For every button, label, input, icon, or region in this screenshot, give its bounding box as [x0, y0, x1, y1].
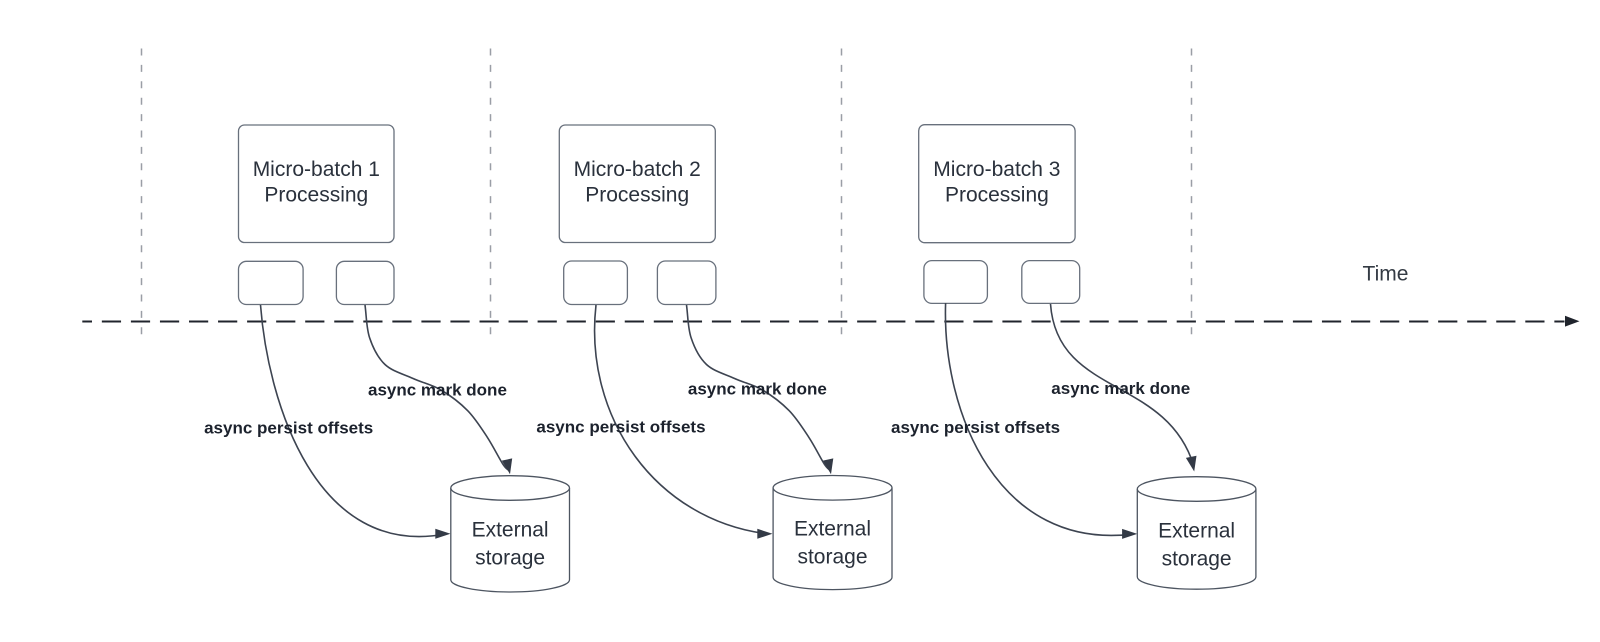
svg-text:storage: storage — [475, 547, 545, 570]
svg-text:External: External — [472, 519, 549, 542]
svg-text:External: External — [1158, 520, 1235, 543]
svg-text:async persist offsets: async persist offsets — [536, 418, 705, 437]
svg-text:Processing: Processing — [585, 184, 689, 207]
svg-text:async mark done: async mark done — [1051, 379, 1190, 398]
svg-text:External: External — [794, 518, 871, 541]
svg-text:async mark done: async mark done — [688, 380, 827, 399]
svg-text:async persist offsets: async persist offsets — [204, 418, 373, 437]
svg-text:Time: Time — [1363, 263, 1409, 286]
svg-text:Micro-batch 3: Micro-batch 3 — [933, 158, 1060, 181]
svg-text:Micro-batch 2: Micro-batch 2 — [574, 158, 701, 181]
svg-text:Processing: Processing — [945, 184, 1049, 207]
svg-text:async persist offsets: async persist offsets — [891, 418, 1060, 437]
svg-text:Micro-batch 1: Micro-batch 1 — [253, 158, 380, 181]
svg-text:storage: storage — [1162, 548, 1232, 571]
svg-text:storage: storage — [797, 546, 867, 569]
svg-text:Processing: Processing — [264, 184, 368, 207]
svg-text:async mark done: async mark done — [368, 380, 507, 399]
